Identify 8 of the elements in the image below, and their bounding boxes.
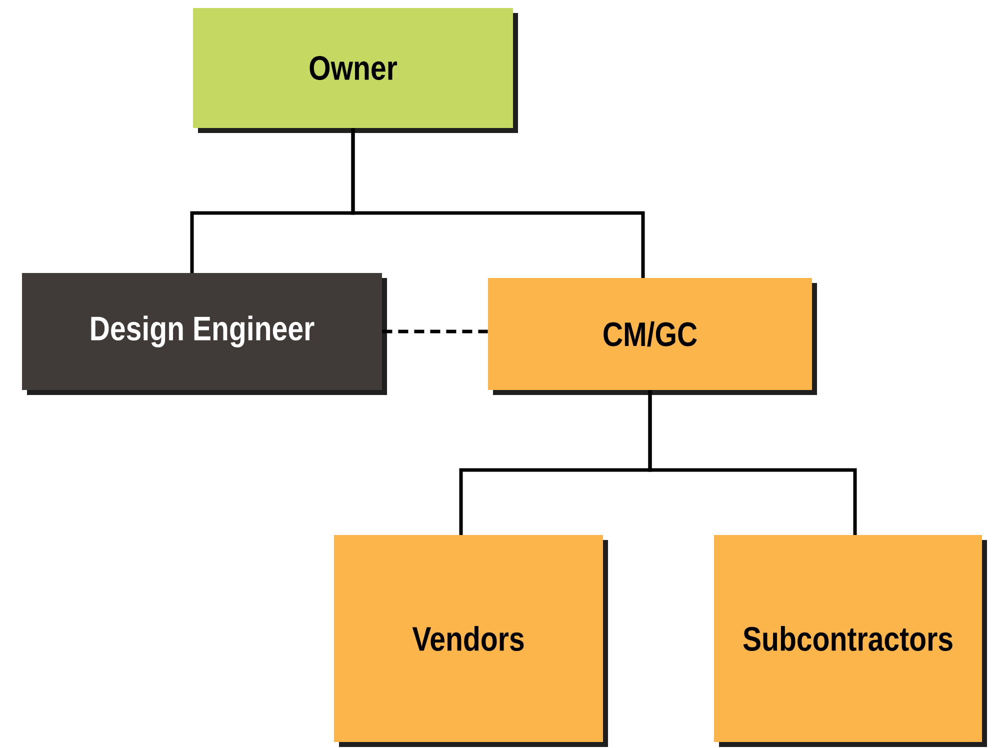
org-box: Owner (193, 8, 518, 133)
connector-line (351, 128, 645, 278)
org-box: Subcontractors (714, 535, 987, 747)
org-box: CM/GC (488, 278, 817, 395)
dashed-line (382, 330, 488, 334)
org-box: Design Engineer (22, 273, 387, 395)
connector-line (648, 390, 857, 535)
org-box: Vendors (334, 535, 608, 747)
